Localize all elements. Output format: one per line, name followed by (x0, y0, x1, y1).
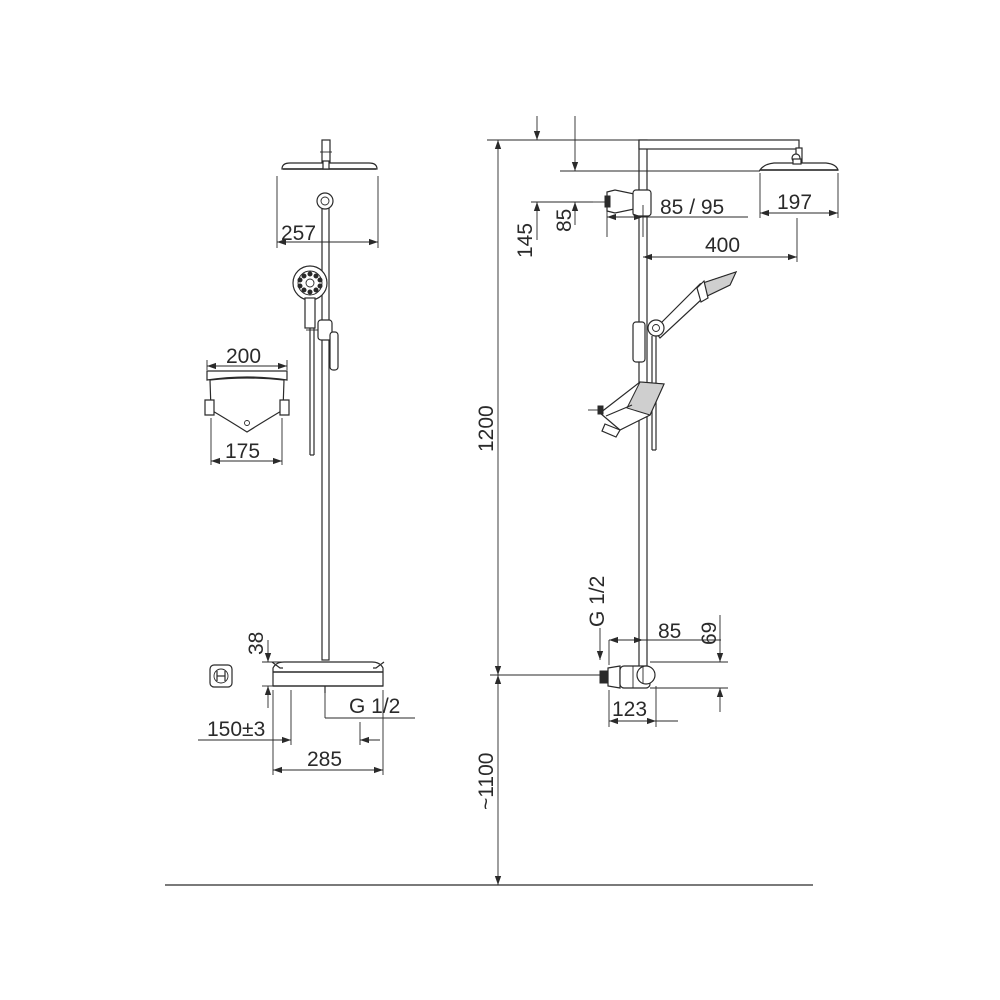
side-hand-shower (632, 270, 738, 451)
front-shelf-detail (204, 370, 290, 433)
side-overhead-arm (638, 139, 800, 150)
dim-head-width: 257 (281, 222, 316, 245)
side-top-holder (593, 189, 652, 217)
dim-front-inlet-thread: G 1/2 (349, 695, 400, 718)
dim-arm-to-holder: 85 (553, 209, 576, 232)
dim-inlet-projection: 85 (658, 620, 681, 643)
front-view: 257 200 175 38 G 1/2 150±3 285 (198, 139, 415, 775)
dim-arm-length: 400 (705, 234, 740, 257)
dim-shelf-top-width: 200 (226, 345, 261, 368)
dim-side-inlet-thread: G 1/2 (586, 576, 609, 627)
dim-floor-height: ~1100 (475, 753, 498, 810)
side-view: 145 85 85 / 95 197 400 1200 ~1100 G 1/2 (475, 116, 839, 885)
side-overhead-shower-head (758, 162, 839, 171)
dim-mixer-depth: 123 (612, 698, 647, 721)
front-hand-shower (292, 265, 339, 456)
front-arm-joint (316, 192, 334, 210)
dim-shelf-height: 38 (245, 632, 268, 655)
dim-holder-projection: 85 / 95 (660, 196, 724, 219)
dim-inlet-height: 69 (698, 622, 721, 645)
front-wall-connector (209, 664, 233, 688)
front-top-connector (321, 139, 331, 163)
dim-head-diameter: 197 (777, 191, 812, 214)
dim-shelf-bottom-width: 175 (225, 440, 260, 463)
front-thermostat-shelf (271, 661, 385, 693)
dim-head-to-arm: 145 (514, 223, 537, 258)
side-mixer (599, 665, 656, 689)
side-shelf (588, 381, 665, 438)
dim-thermostat-width: 285 (307, 748, 342, 771)
dim-rail-height: 1200 (475, 405, 498, 452)
dim-outlet-offset: 150±3 (207, 718, 265, 741)
